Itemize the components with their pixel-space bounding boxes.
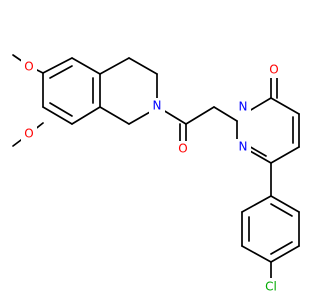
bond xyxy=(49,102,73,117)
oxygen-atom-label: O xyxy=(24,127,33,141)
chlorine-atom-label: Cl xyxy=(265,280,277,294)
oxygen-atom-label: O xyxy=(178,142,187,156)
molecule-structure: O O N O N N O Cl xyxy=(12,54,300,296)
bond xyxy=(128,57,158,75)
bond xyxy=(71,106,101,125)
molecule-canvas: O O N O N N O Cl xyxy=(12,54,300,296)
bond xyxy=(42,106,73,125)
bond xyxy=(99,106,130,125)
bond xyxy=(270,241,293,255)
bond xyxy=(162,109,187,125)
bond xyxy=(270,203,293,217)
bond xyxy=(270,97,300,115)
bond xyxy=(270,146,300,164)
nitrogen-atom-label: N xyxy=(239,140,248,154)
nitrogen-atom-label: N xyxy=(153,99,162,113)
bond xyxy=(128,111,151,125)
bond xyxy=(185,106,215,125)
bond-layer xyxy=(12,54,300,280)
bond xyxy=(270,245,300,263)
bond xyxy=(213,106,238,122)
bond xyxy=(99,57,130,75)
bond xyxy=(249,150,272,164)
nitrogen-atom-label: N xyxy=(239,100,248,114)
bond xyxy=(49,65,73,79)
bond xyxy=(241,245,272,263)
atom-label-layer: O O N O N N O Cl xyxy=(21,59,285,296)
bond xyxy=(270,195,300,213)
bond xyxy=(42,57,73,74)
oxygen-atom-label: O xyxy=(24,60,33,74)
oxygen-atom-label: O xyxy=(269,63,278,77)
bond xyxy=(71,57,101,75)
bond xyxy=(241,195,272,213)
